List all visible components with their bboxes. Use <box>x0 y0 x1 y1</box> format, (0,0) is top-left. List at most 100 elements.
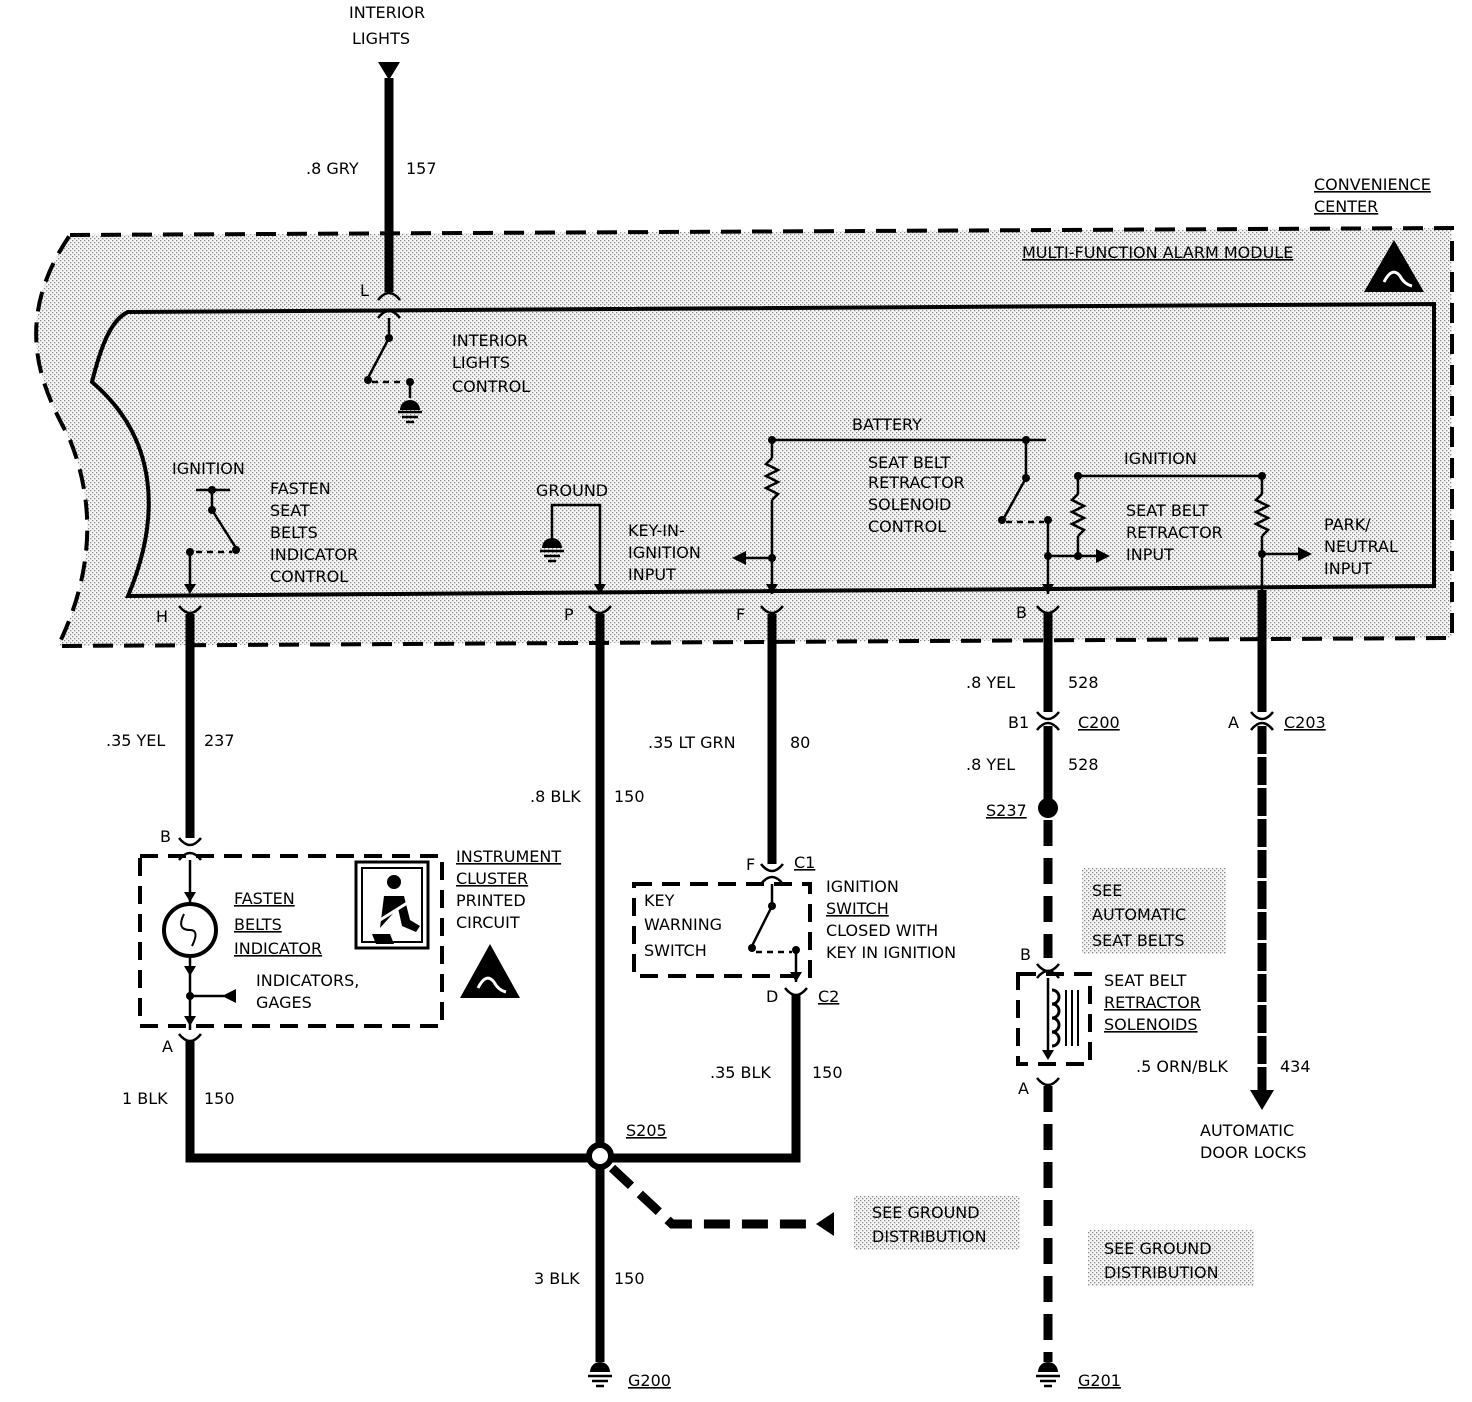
wire-150-p-gauge: .8 BLK <box>530 787 581 806</box>
label-key-in-ignition-2: IGNITION <box>628 543 701 562</box>
label-see-auto-belts-1: SEE <box>1092 881 1122 900</box>
label-fasten-belts-indicator-3: INDICATOR <box>234 939 322 958</box>
pin-f: F <box>736 605 745 624</box>
wire-528-b-gauge: .8 YEL <box>966 755 1015 774</box>
wire-80-circuit: 80 <box>790 733 810 752</box>
connector-a-solenoid <box>1036 1077 1060 1087</box>
wire-150-g-gauge: 3 BLK <box>534 1269 580 1288</box>
connector-c200 <box>1036 711 1060 731</box>
splice-s205 <box>586 1142 614 1170</box>
labels: INTERIOR LIGHTS .8 GRY 157 CONVENIENCE C… <box>106 3 1431 1390</box>
wire-237-gauge: .35 YEL <box>106 731 165 750</box>
pin-h: H <box>156 607 168 626</box>
label-retractor-solenoids-3: SOLENOIDS <box>1104 1015 1198 1034</box>
label-ignition-left: IGNITION <box>172 459 245 478</box>
label-instrument-cluster-3: PRINTED <box>456 891 526 910</box>
label-indicators-gages-2: GAGES <box>256 993 312 1012</box>
connector-b-solenoid <box>1036 963 1060 979</box>
instrument-cluster-box <box>138 854 444 1028</box>
ground-g201-icon <box>1036 1362 1060 1388</box>
wire-150-g-circuit: 150 <box>614 1269 645 1288</box>
label-ignition-switch-3: CLOSED WITH <box>826 921 938 940</box>
connector-c1-label: C1 <box>794 853 815 872</box>
label-ignition-switch-4: KEY IN IGNITION <box>826 943 956 962</box>
ground-input <box>540 503 606 594</box>
label-retractor-solenoid-4: CONTROL <box>868 517 946 536</box>
splice-s205-label: S205 <box>626 1121 667 1140</box>
ground-g201-label: G201 <box>1078 1371 1121 1390</box>
connector-c203-label: C203 <box>1284 713 1326 732</box>
label-fasten-seat-belts-2: SEAT <box>270 501 310 520</box>
ground-g200-label: G200 <box>628 1371 671 1390</box>
pin-b: B <box>1016 603 1027 622</box>
label-fasten-seat-belts-3: BELTS <box>270 523 318 542</box>
label-interior-lights-control-2: LIGHTS <box>452 353 510 372</box>
label-retractor-solenoids-2: RETRACTOR <box>1104 993 1201 1012</box>
key-in-ignition-circuit <box>732 436 1046 594</box>
label-key-warning-switch-1: KEY <box>644 891 675 910</box>
wire-150-p-circuit: 150 <box>614 787 645 806</box>
label-ignition-switch-2: SWITCH <box>826 899 889 918</box>
wire-150-a <box>185 1040 600 1163</box>
module-pin-connectors <box>178 605 1060 615</box>
wire-ground-distribution <box>608 1164 816 1229</box>
retractor-solenoid-control <box>998 436 1110 594</box>
label-fasten-seat-belts-5: CONTROL <box>270 567 348 586</box>
esd-warning-icon-cluster <box>460 944 520 998</box>
wire-434-circuit: 434 <box>1280 1057 1311 1076</box>
label-see-auto-belts-3: SEAT BELTS <box>1092 931 1185 950</box>
solenoid-coil-icon <box>1042 978 1079 1060</box>
label-park-neutral-2: NEUTRAL <box>1324 537 1398 556</box>
wire-150-c2 <box>600 994 801 1163</box>
wire-528-a-circuit: 528 <box>1068 673 1099 692</box>
label-ground: GROUND <box>536 481 608 500</box>
note-bg-auto-belts <box>1082 868 1226 954</box>
label-key-warning-switch-3: SWITCH <box>644 941 707 960</box>
label-interior-lights-control-3: CONTROL <box>452 377 530 396</box>
alarm-module-box <box>89 301 1436 599</box>
wire-150-c2-gauge: .35 BLK <box>710 1063 771 1082</box>
label-instrument-cluster-1: INSTRUMENT <box>456 847 561 866</box>
pin-d-switch: D <box>766 987 778 1006</box>
label-retractor-solenoid-1: SEAT BELT <box>868 453 951 472</box>
wire-237-circuit: 237 <box>204 731 235 750</box>
connector-c2-label: C2 <box>818 987 839 1006</box>
wire-157-gauge: .8 GRY <box>306 159 359 178</box>
splice-s237 <box>1038 798 1058 818</box>
connector-c1 <box>760 863 784 885</box>
label-ignition-switch-1: IGNITION <box>826 877 899 896</box>
pin-p: P <box>564 605 574 624</box>
key-warning-switch <box>748 884 802 982</box>
wire-150-a-circuit: 150 <box>204 1089 235 1108</box>
label-module-title: MULTI-FUNCTION ALARM MODULE <box>1022 243 1293 262</box>
pin-a-c203: A <box>1228 713 1239 732</box>
label-retractor-input-1: SEAT BELT <box>1126 501 1209 520</box>
label-interior-lights-top-2: LIGHTS <box>352 29 410 48</box>
connector-c203 <box>1250 711 1274 731</box>
label-battery: BATTERY <box>852 415 922 434</box>
label-convenience-center-2: CENTER <box>1314 197 1378 216</box>
label-instrument-cluster-2: CLUSTER <box>456 869 528 888</box>
label-interior-lights-control-1: INTERIOR <box>452 331 528 350</box>
label-park-neutral-3: INPUT <box>1324 559 1372 578</box>
connector-l <box>377 291 401 301</box>
label-door-locks-2: DOOR LOCKS <box>1200 1143 1306 1162</box>
label-fasten-seat-belts-4: INDICATOR <box>270 545 358 564</box>
wire-150-c2-circuit: 150 <box>812 1063 843 1082</box>
interior-lights-switch <box>364 318 422 424</box>
label-fasten-belts-indicator-2: BELTS <box>234 915 282 934</box>
label-park-neutral-1: PARK/ <box>1324 515 1371 534</box>
label-retractor-solenoid-2: RETRACTOR <box>868 473 965 492</box>
wire-434-gauge: .5 ORN/BLK <box>1136 1057 1228 1076</box>
connector-b-cluster <box>178 837 202 861</box>
label-see-ground-2b: DISTRIBUTION <box>1104 1263 1219 1282</box>
pin-a-solenoid: A <box>1018 1079 1029 1098</box>
esd-warning-icon <box>1364 240 1424 292</box>
label-see-auto-belts-2: AUTOMATIC <box>1092 905 1186 924</box>
label-retractor-solenoids-1: SEAT BELT <box>1104 971 1187 990</box>
door-locks-arrow <box>1250 1090 1274 1110</box>
key-warning-switch-box <box>632 882 812 978</box>
label-interior-lights-top-1: INTERIOR <box>349 3 425 22</box>
connector-c200-label: C200 <box>1078 713 1120 732</box>
